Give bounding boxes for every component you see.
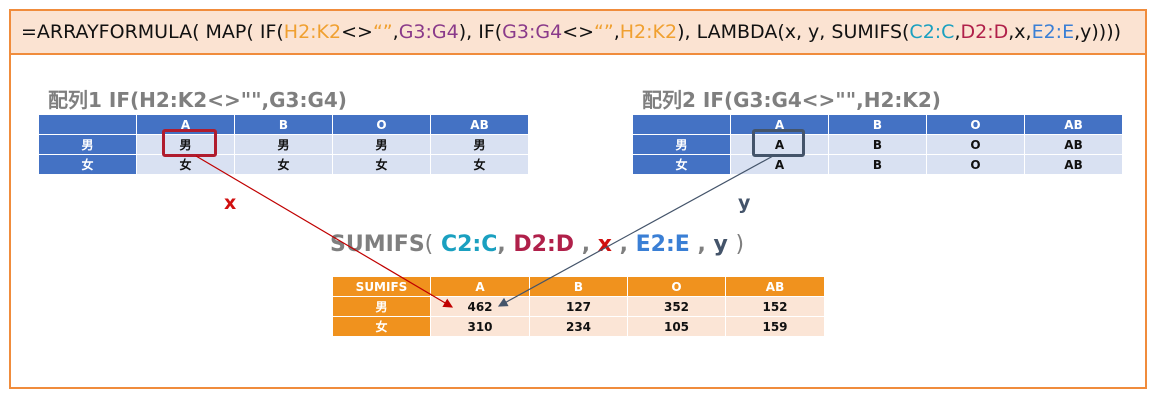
header-cell: SUMIFS bbox=[332, 276, 431, 297]
table-cell: 352 bbox=[627, 296, 726, 317]
header-cell: O bbox=[926, 114, 1025, 135]
header-cell: B bbox=[828, 114, 927, 135]
table-cell: 女 bbox=[136, 154, 235, 175]
row-label: 男 bbox=[632, 134, 731, 155]
table-cell: B bbox=[828, 154, 927, 175]
header-cell: B bbox=[234, 114, 333, 135]
arg-y: y bbox=[713, 232, 728, 257]
formula-range-c2-c: C2:C bbox=[909, 21, 955, 43]
header-cell: A bbox=[430, 276, 530, 297]
table-row: 女 310 234 105 159 bbox=[332, 316, 825, 337]
formula-empty-string: “” bbox=[594, 21, 614, 43]
formula-part: ,y)))) bbox=[1074, 21, 1122, 43]
formula-empty-string: “” bbox=[372, 21, 393, 43]
separator: , bbox=[697, 232, 706, 257]
row-label: 女 bbox=[38, 154, 137, 175]
x-label: x bbox=[224, 192, 237, 214]
table-row: 男 男 男 男 男 bbox=[38, 134, 529, 155]
formula-part: ), LAMBDA(x, y, SUMIFS( bbox=[677, 21, 910, 43]
table-cell: 女 bbox=[234, 154, 333, 175]
y-label: y bbox=[738, 192, 751, 214]
row-label: 女 bbox=[632, 154, 731, 175]
arg-e2-e: E2:E bbox=[635, 232, 690, 257]
table-cell: 男 bbox=[234, 134, 333, 155]
formula-range-h2-k2: H2:K2 bbox=[619, 21, 678, 43]
table-header-row: A B O AB bbox=[38, 114, 529, 135]
arg-d2-d: D2:D bbox=[513, 232, 575, 257]
x-highlight-box bbox=[162, 129, 217, 157]
result-table: SUMIFS A B O AB 男 462 127 352 152 女 310 … bbox=[332, 276, 825, 337]
table-cell: 159 bbox=[725, 316, 825, 337]
y-highlight-box bbox=[752, 129, 805, 157]
header-cell: AB bbox=[1024, 114, 1123, 135]
table-row: 男 462 127 352 152 bbox=[332, 296, 825, 317]
formula-part: , bbox=[392, 21, 399, 43]
sumifs-expression: SUMIFS( C2:C, D2:D , x , E2:E , y ) bbox=[330, 232, 744, 257]
table-cell: 男 bbox=[136, 134, 235, 155]
x-arrow bbox=[195, 155, 454, 308]
formula-range-g3-g4: G3:G4 bbox=[398, 21, 459, 43]
formula-part: ), IF( bbox=[458, 21, 503, 43]
table-cell: AB bbox=[1024, 134, 1123, 155]
array1-title: 配列1 IF(H2:K2<>"",G3:G4) bbox=[48, 88, 347, 112]
header-cell: O bbox=[627, 276, 726, 297]
array2-title: 配列2 IF(G3:G4<>"",H2:K2) bbox=[642, 88, 941, 112]
open-paren: ( bbox=[424, 232, 434, 257]
formula-range-h2-k2: H2:K2 bbox=[283, 21, 342, 43]
table-cell: 234 bbox=[529, 316, 628, 337]
table-cell: 152 bbox=[725, 296, 825, 317]
formula-part: =ARRAYFORMULA( MAP( IF( bbox=[21, 21, 284, 43]
table-cell: A bbox=[730, 154, 829, 175]
separator: , bbox=[581, 232, 591, 257]
row-label: 女 bbox=[332, 316, 431, 337]
separator: , bbox=[497, 232, 506, 257]
formula-bar: =ARRAYFORMULA( MAP( IF(H2:K2<>“”,G3:G4),… bbox=[9, 9, 1147, 55]
formula-part: <> bbox=[562, 21, 595, 43]
formula-range-g3-g4: G3:G4 bbox=[502, 21, 563, 43]
table-cell: B bbox=[828, 134, 927, 155]
formula-range-d2-d: D2:D bbox=[960, 21, 1009, 43]
formula-part: , bbox=[613, 21, 620, 43]
table-cell: 310 bbox=[430, 316, 530, 337]
formula-part: <> bbox=[341, 21, 373, 43]
table-row: 女 女 女 女 女 bbox=[38, 154, 529, 175]
separator: , bbox=[619, 232, 628, 257]
table-cell: 女 bbox=[430, 154, 529, 175]
table-header-row: SUMIFS A B O AB bbox=[332, 276, 825, 297]
table-cell: 女 bbox=[332, 154, 431, 175]
arg-c2-c: C2:C bbox=[440, 232, 498, 257]
formula-range-e2-e: E2:E bbox=[1031, 21, 1075, 43]
array1-table: A B O AB 男 男 男 男 男 女 女 女 女 女 bbox=[38, 114, 529, 175]
header-cell bbox=[38, 114, 137, 135]
row-label: 男 bbox=[38, 134, 137, 155]
table-cell: 105 bbox=[627, 316, 726, 337]
close-paren: ) bbox=[735, 232, 745, 257]
formula-part: ,x, bbox=[1008, 21, 1032, 43]
table-cell: 男 bbox=[430, 134, 529, 155]
arg-x: x bbox=[597, 232, 612, 257]
formula-part: , bbox=[954, 21, 961, 43]
table-cell: 127 bbox=[529, 296, 628, 317]
y-arrow bbox=[497, 155, 774, 307]
row-label: 男 bbox=[332, 296, 431, 317]
header-cell bbox=[632, 114, 731, 135]
table-row: 女 A B O AB bbox=[632, 154, 1123, 175]
table-cell: AB bbox=[1024, 154, 1123, 175]
